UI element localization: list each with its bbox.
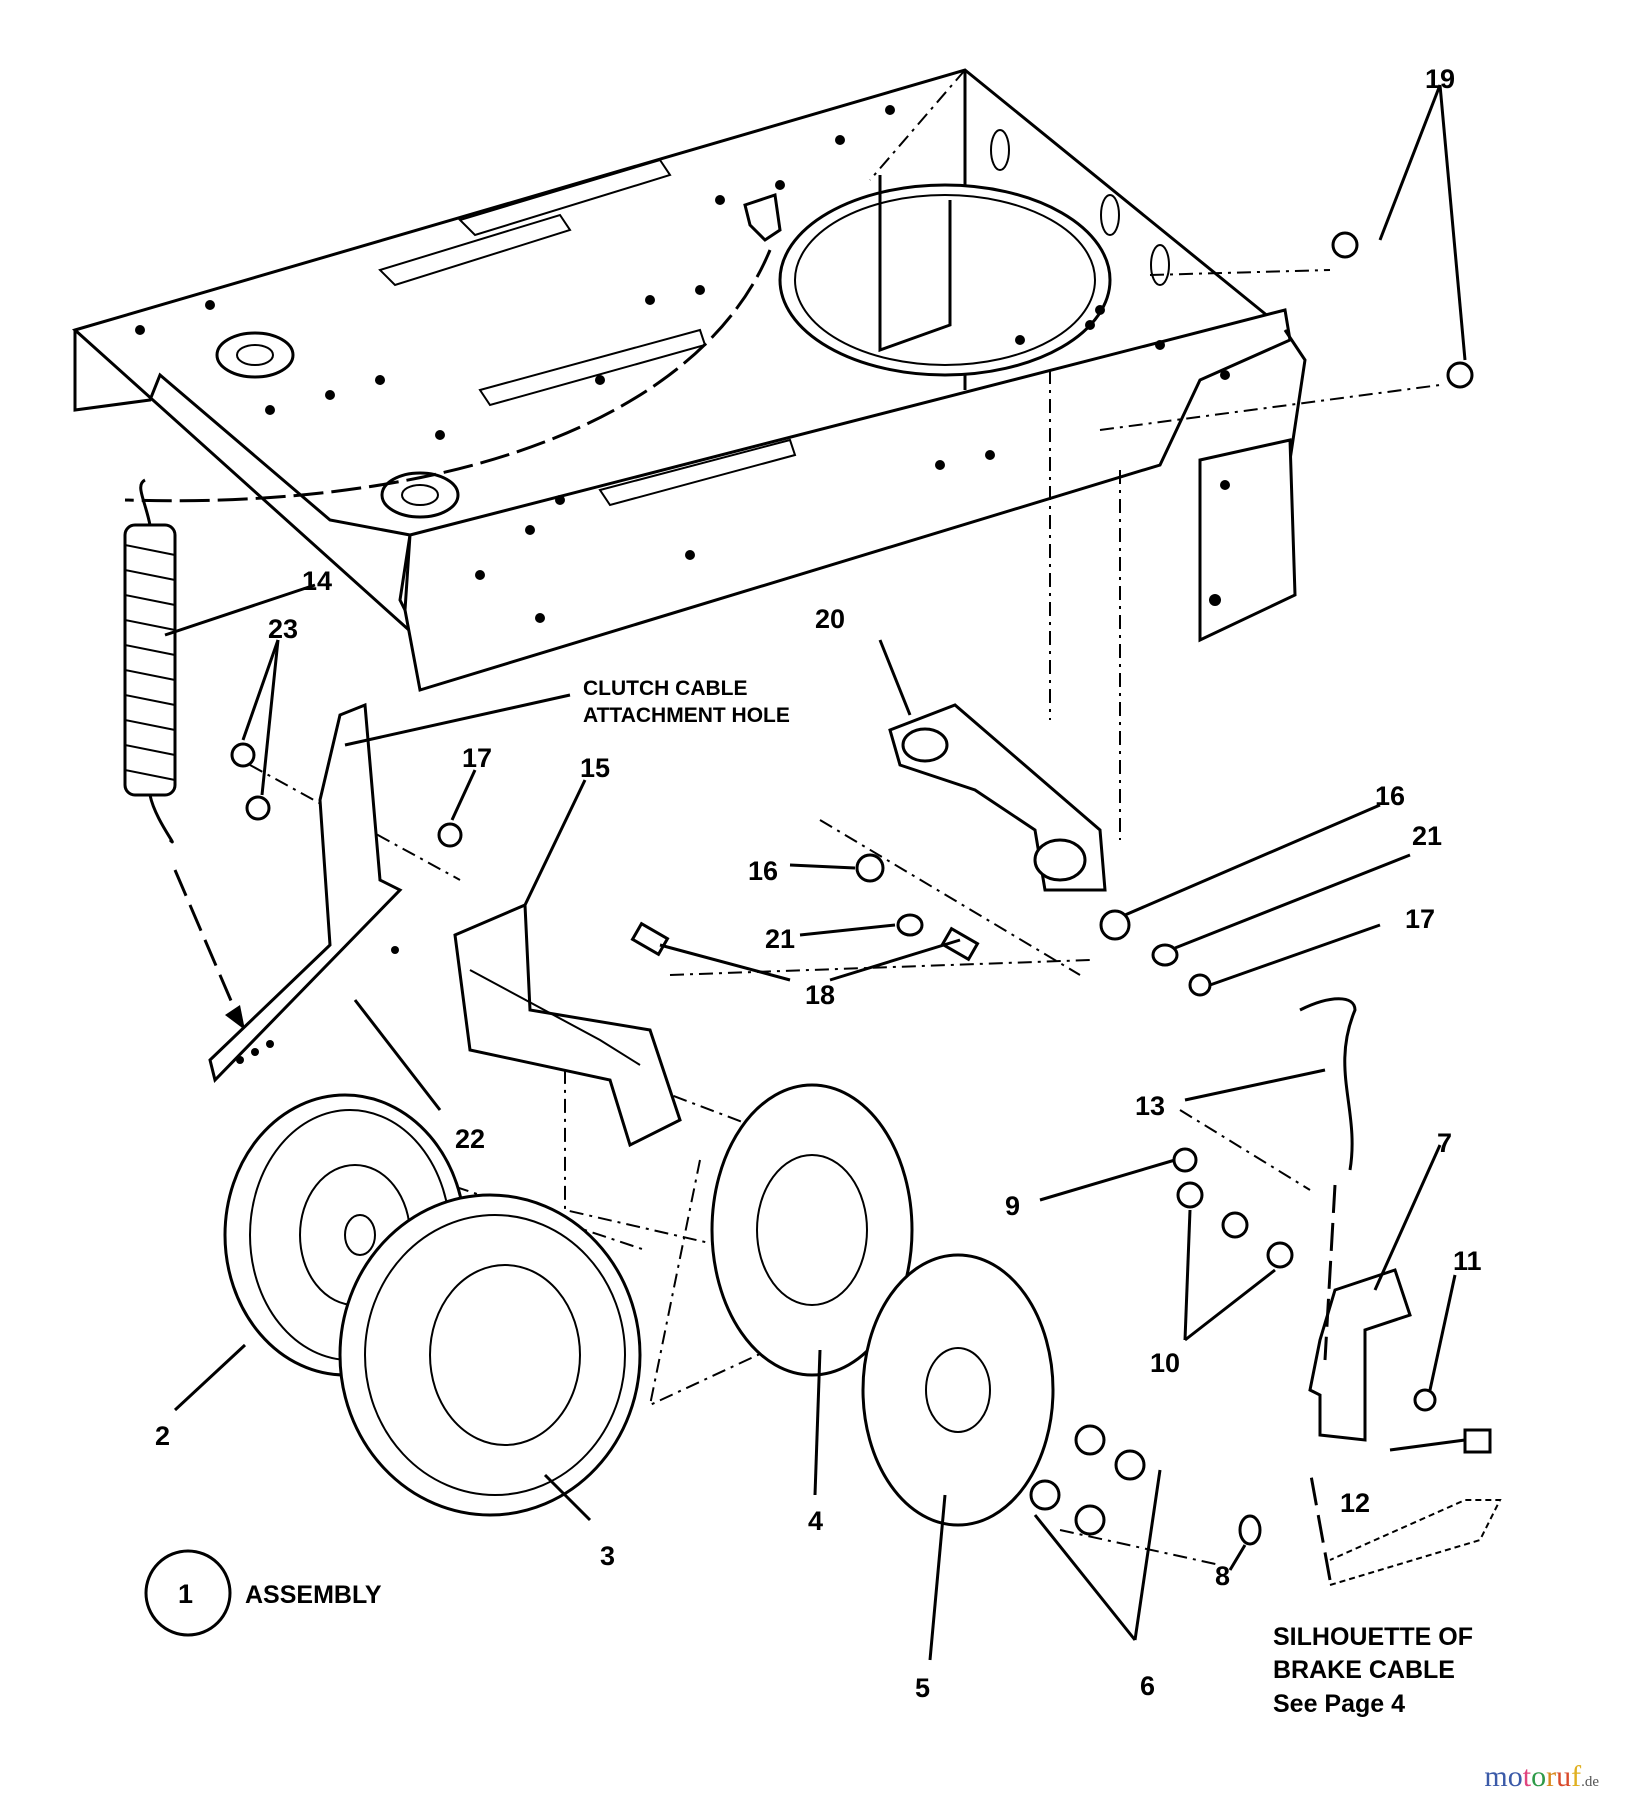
- brake-cable-silhouette: [1329, 1499, 1502, 1586]
- bracket-part-15: [453, 902, 682, 1148]
- motoruf-watermark: motoruf.de: [1484, 1760, 1599, 1794]
- callout-22: 22: [455, 1124, 485, 1154]
- callout-4: 4: [808, 1506, 823, 1536]
- assembly-circle-icon: [144, 1549, 232, 1637]
- assembly-label: ASSEMBLY: [245, 1581, 382, 1609]
- callout-12: 12: [1340, 1488, 1370, 1518]
- clutch-note-line2: ATTACHMENT HOLE: [583, 704, 790, 727]
- callout-5: 5: [915, 1673, 930, 1703]
- clip-part-8: [1238, 1514, 1262, 1546]
- callout-13: 13: [1135, 1091, 1165, 1121]
- bracket-part-20: [888, 703, 1107, 892]
- bolt-part-12: [1463, 1428, 1492, 1454]
- brake-lever-part-7: [1308, 1268, 1412, 1442]
- callout-18: 18: [805, 980, 835, 1010]
- lever-part-22: [208, 702, 403, 1083]
- nuts-part-6: [1029, 1424, 1146, 1536]
- callout-10: 10: [1150, 1348, 1180, 1378]
- callout-20: 20: [815, 604, 845, 634]
- watermark-wordmark: motoruf: [1484, 1760, 1581, 1793]
- callout-23: 23: [268, 614, 298, 644]
- leader-lines: [164, 84, 1467, 1661]
- watermark-tld: .de: [1581, 1774, 1599, 1790]
- brake-plate-part-5: [861, 1253, 1055, 1527]
- callout-7: 7: [1437, 1128, 1452, 1158]
- callout-2: 2: [155, 1421, 170, 1451]
- callout-17a: 17: [462, 743, 492, 773]
- callout-8: 8: [1215, 1561, 1230, 1591]
- spacer-part-11: [1413, 1388, 1437, 1412]
- callout-14: 14: [302, 566, 332, 596]
- watermark-letter: r: [1546, 1760, 1557, 1793]
- callout-17b: 17: [1405, 904, 1435, 934]
- watermark-letter: f: [1571, 1760, 1582, 1793]
- clutch-note-line1: CLUTCH CABLE: [583, 677, 747, 700]
- chassis-frame: [71, 68, 1307, 692]
- drum-part-3: [338, 1193, 642, 1517]
- assembly-number: 1: [178, 1579, 193, 1609]
- silhouette-note-line2: BRAKE CABLE: [1273, 1656, 1455, 1684]
- callout-9: 9: [1005, 1191, 1020, 1221]
- watermark-letter: o: [1531, 1760, 1547, 1793]
- watermark-letter: u: [1556, 1760, 1572, 1793]
- callout-21a: 21: [765, 924, 795, 954]
- watermark-letter: t: [1522, 1760, 1532, 1793]
- callout-11: 11: [1453, 1246, 1482, 1276]
- silhouette-note-line1: SILHOUETTE OF: [1273, 1623, 1473, 1651]
- callout-19: 19: [1425, 64, 1455, 94]
- callouts: 19 14 23 17 15 20 16 21 18 16 21 17 13 9…: [155, 64, 1482, 1703]
- watermark-letter: m: [1484, 1760, 1508, 1793]
- brake-cable-part-13: [1299, 997, 1357, 1581]
- callout-15: 15: [580, 753, 610, 783]
- washers-part-10: [1172, 1147, 1294, 1269]
- notes: CLUTCH CABLE ATTACHMENT HOLE 1 ASSEMBLY …: [144, 677, 1473, 1718]
- silhouette-note-line3: See Page 4: [1273, 1690, 1405, 1718]
- callout-21b: 21: [1412, 821, 1442, 851]
- callout-16a: 16: [748, 856, 778, 886]
- watermark-letter: o: [1507, 1760, 1523, 1793]
- callout-3: 3: [600, 1541, 615, 1571]
- hardware: [230, 231, 1474, 997]
- callout-16b: 16: [1375, 781, 1405, 811]
- spring-part-14: [123, 478, 245, 1030]
- friction-disc-part-4: [710, 1083, 914, 1377]
- callout-6: 6: [1140, 1671, 1155, 1701]
